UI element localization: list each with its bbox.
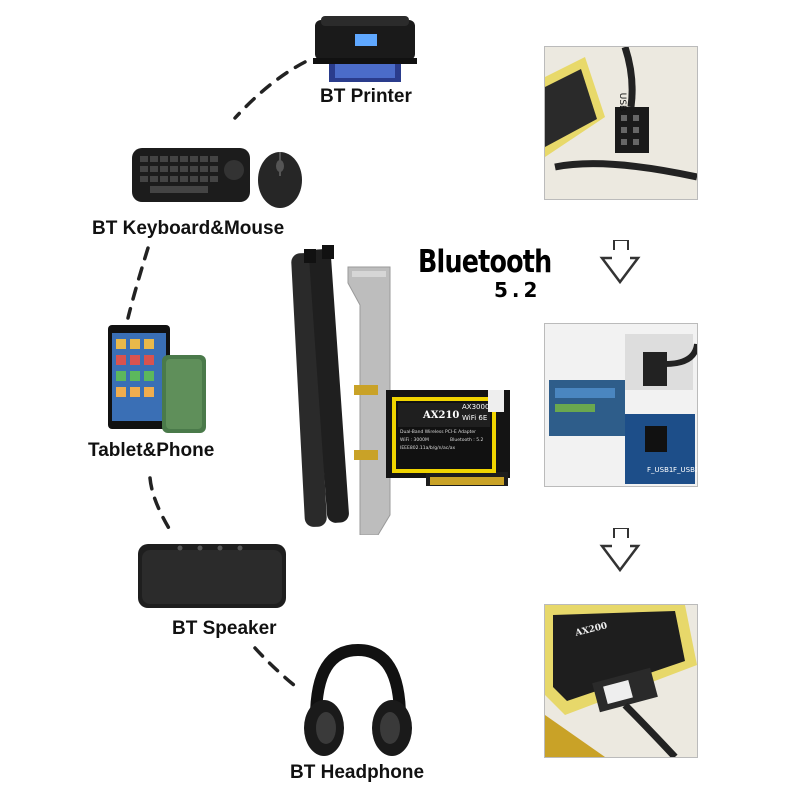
card-model: AX210 <box>423 410 460 421</box>
tablet-phone-icon <box>108 325 206 433</box>
wifi-card-image <box>291 245 510 535</box>
device-label-headphone: BT Headphone <box>290 762 425 783</box>
card-spec2: Bluetooth : 5.2 <box>450 438 484 443</box>
device-label-keyboard: BT Keyboard&Mouse <box>92 218 285 239</box>
card-line2: WiFi 6E <box>462 414 488 422</box>
printer-icon <box>313 16 417 82</box>
keyboard-mouse-icon <box>132 148 302 208</box>
device-label-printer: BT Printer <box>320 86 412 107</box>
header-label-1: F_USB1 <box>647 466 674 474</box>
speaker-icon <box>138 544 286 608</box>
usb-cable-photo: USB <box>544 46 698 200</box>
usb-label: USB <box>617 92 628 112</box>
header-label-2: F_USB2 <box>673 466 698 474</box>
arrow-down-icon <box>599 528 641 573</box>
device-label-tablet: Tablet&Phone <box>88 440 215 461</box>
wifi-module-photo: AX200 <box>544 604 698 758</box>
arrow-down-icon <box>599 240 641 285</box>
bluetooth-version: 5.2 <box>494 278 542 302</box>
headphone-icon <box>304 643 412 756</box>
card-line1: AX3000 <box>462 403 490 411</box>
bluetooth-title: Bluetooth <box>418 244 552 280</box>
card-subtitle: Dual-Band Wireless PCI-E Adapter <box>400 430 476 435</box>
device-label-speaker: BT Speaker <box>172 618 277 639</box>
card-spec1: WiFi : 3000M <box>400 438 429 443</box>
card-spec3: IEEE802.11a/b/g/n/ac/ax <box>400 446 456 451</box>
motherboard-photo: F_USB1 F_USB2 <box>544 323 698 487</box>
